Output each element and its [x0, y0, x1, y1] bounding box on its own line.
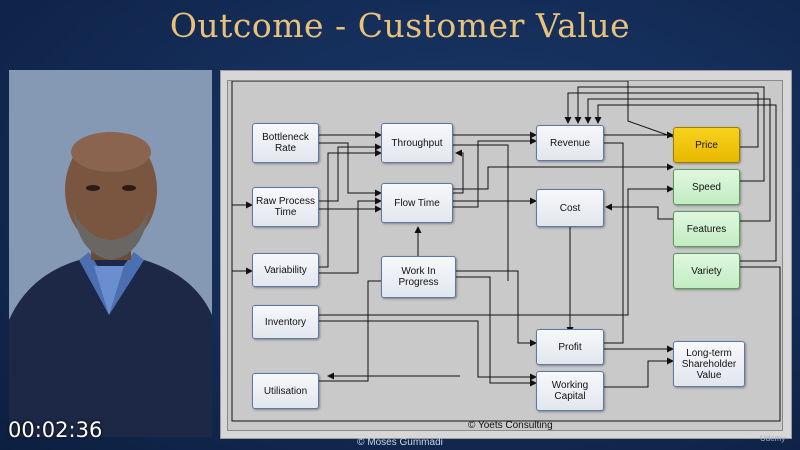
node-profit: Profit — [536, 329, 604, 365]
node-revenue: Revenue — [536, 125, 604, 161]
node-variety: Variety — [673, 253, 740, 289]
node-utilisation: Utilisation — [252, 373, 319, 409]
node-inventory: Inventory — [252, 305, 319, 339]
presenter-image — [9, 70, 212, 437]
connector-arrows — [231, 81, 781, 422]
slide-footer: © Moses Gummadi — [357, 437, 443, 448]
node-speed: Speed — [673, 169, 740, 205]
causal-diagram: Bottleneck Rate Raw Process Time Variabi… — [220, 70, 792, 439]
presenter-video[interactable] — [9, 70, 212, 437]
node-bottleneck-rate: Bottleneck Rate — [252, 123, 319, 163]
node-price: Price — [673, 127, 740, 163]
node-cost: Cost — [536, 189, 604, 227]
diagram-panel: Bottleneck Rate Raw Process Time Variabi… — [227, 80, 783, 431]
slide-title: Outcome - Customer Value — [169, 6, 631, 45]
udemy-logo: Udemy — [760, 434, 786, 443]
node-raw-process-time: Raw Process Time — [252, 187, 319, 227]
node-variability: Variability — [252, 253, 319, 287]
node-long-term-shareholder-value: Long-term Shareholder Value — [673, 341, 745, 387]
node-work-in-progress: Work In Progress — [381, 256, 456, 298]
video-timestamp: 00:02:36 — [8, 418, 103, 442]
node-flow-time: Flow Time — [381, 183, 453, 223]
node-working-capital: Working Capital — [536, 371, 604, 411]
diagram-copyright: © Yoets Consulting — [468, 420, 553, 431]
node-throughput: Throughput — [381, 123, 453, 163]
node-features: Features — [673, 211, 740, 247]
